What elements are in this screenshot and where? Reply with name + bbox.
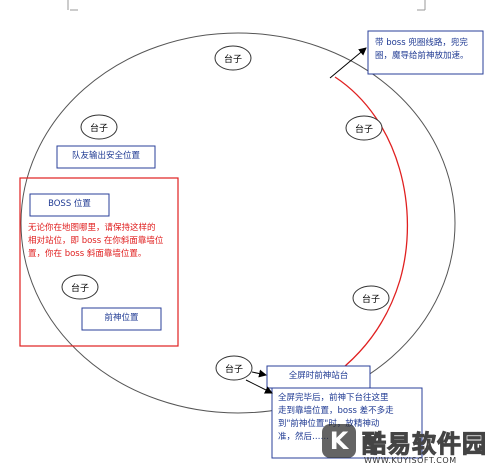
kite-note-box — [367, 30, 484, 75]
kite-note-text: 带 boss 兜圈线路，兜完 圈，魔导给前神放加速。 — [375, 38, 469, 61]
red-note-text: 无论你在地图哪里，请保持这样的 相对站位，即 boss 在你斜面靠墙位置，你在 … — [28, 223, 164, 259]
arena-boundary — [20, 32, 456, 414]
platform-4-label: 台子 — [71, 282, 89, 294]
platform-6: 台子 — [215, 355, 253, 381]
paladin-position-box — [81, 307, 162, 331]
platform-6-label: 台子 — [225, 363, 243, 375]
watermark-name: 酷易软件园 — [362, 430, 487, 459]
watermark-url: WWW.KUYISOFT.COM — [364, 456, 457, 465]
platform-2: 台子 — [80, 114, 118, 140]
boss-position-label: BOSS 位置 — [48, 199, 91, 209]
team-safe-label: 队友输出安全位置 — [71, 151, 140, 161]
watermark-logo-icon: K — [322, 424, 356, 458]
platform-2-label: 台子 — [90, 122, 108, 134]
platform-3: 台子 — [345, 115, 383, 141]
after-arrow — [245, 379, 273, 394]
kite-arrow — [329, 47, 367, 79]
full-screen-label: 全屏时前神站台 — [288, 371, 349, 381]
watermark: K 酷易软件园 WWW.KUYISOFT.COM — [318, 420, 498, 472]
paladin-position-label: 前神位置 — [104, 313, 139, 323]
platform-1: 台子 — [214, 45, 252, 71]
platform-1-label: 台子 — [224, 53, 242, 65]
team-safe-box — [56, 145, 156, 169]
safe-zone-box — [19, 177, 179, 347]
platform-4: 台子 — [61, 274, 99, 300]
platform-5: 台子 — [352, 285, 390, 311]
platform-5-label: 台子 — [362, 293, 380, 305]
boss-position-box — [29, 193, 110, 217]
full-screen-arrow — [251, 369, 267, 378]
platform-3-label: 台子 — [355, 123, 373, 135]
